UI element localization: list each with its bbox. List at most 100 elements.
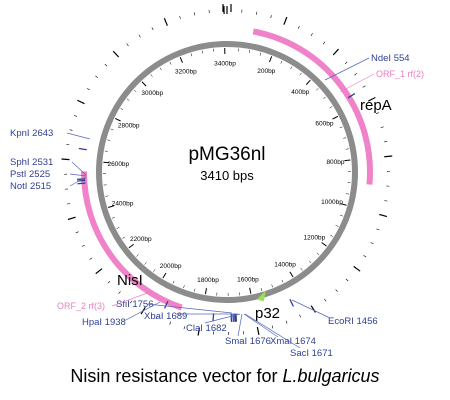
inner-tick (343, 137, 347, 139)
inner-tick (116, 227, 120, 229)
site-label-xbai: XbaI 1689 (144, 311, 187, 322)
inner-tick (172, 280, 175, 284)
outer-tick (375, 112, 379, 114)
outer-tick (256, 326, 260, 336)
inner-tick (321, 242, 327, 247)
outer-tick (89, 257, 93, 260)
inner-tick (316, 252, 320, 256)
caption-species: L.bulgaricus (282, 366, 380, 386)
outer-tick (126, 43, 129, 47)
inner-tick (329, 106, 333, 109)
leader-orf1 (339, 73, 375, 93)
inner-tick-label: 400bp (291, 89, 309, 96)
inner-tick-label: 200bp (257, 68, 275, 75)
inner-tick (344, 159, 351, 162)
outer-tick (379, 213, 388, 218)
feature-arcs (81, 28, 373, 311)
feature-label-p32: p32 (255, 305, 280, 322)
site-label-sfii: SfiI 1756 (116, 299, 154, 310)
caption-text: Nisin resistance vector for (70, 366, 283, 386)
inner-tick (105, 195, 109, 197)
inner-tick-label: 3000bp (141, 90, 163, 97)
outer-tick (384, 141, 388, 143)
outer-tick (197, 327, 201, 336)
outer-tick (384, 200, 388, 202)
inner-tick (260, 288, 263, 292)
leader-sphi (71, 161, 87, 176)
site-label-kpni: KpnI 2643 (10, 128, 53, 139)
inner-tick (271, 284, 273, 288)
inner-tick (332, 115, 339, 120)
outer-tick (193, 12, 196, 16)
feature-arc-repa (252, 28, 373, 185)
inner-tick-label: 2000bp (160, 263, 182, 270)
site-mark (78, 147, 87, 151)
inner-tick (153, 269, 156, 272)
leader-sfii (146, 303, 233, 314)
outer-tick (345, 278, 349, 282)
inner-tick-label: 2200bp (130, 236, 152, 243)
outer-tick (104, 63, 108, 67)
inner-tick-label: 1000bp (321, 199, 343, 206)
leader-psti (69, 173, 87, 177)
site-label-ndei: NdeI 554 (371, 53, 410, 64)
inner-tick-ring: 200bp400bp600bp800bp1000bp1200bp1400bp16… (103, 48, 351, 296)
outer-tick (270, 15, 272, 19)
outer-tick (299, 314, 302, 318)
leader-kpni (66, 132, 91, 140)
inner-tick-label: 2600bp (107, 161, 129, 168)
outer-tick (367, 96, 376, 102)
leader-saci (244, 313, 301, 349)
inner-tick (299, 72, 302, 76)
outer-tick (81, 244, 85, 247)
inner-tick (136, 254, 139, 257)
inner-tick-label: 600bp (315, 121, 333, 128)
outer-tick-ring (61, 4, 393, 336)
leader-orf2 (111, 291, 151, 307)
outer-tick (322, 41, 326, 45)
outer-tick (324, 298, 327, 302)
outer-tick (169, 321, 172, 325)
site-mark (212, 313, 215, 322)
outer-tick (335, 289, 338, 292)
outer-tick (354, 73, 357, 76)
plasmid-name: pMG36nl (188, 144, 265, 165)
inner-tick (323, 96, 326, 100)
outer-tick (370, 242, 374, 245)
inner-tick (316, 88, 319, 91)
outer-tick (95, 75, 98, 78)
inner-tick-label: 1800bp (197, 277, 219, 284)
site-label-sphi: SphI 2531 (10, 157, 53, 168)
inner-tick (107, 139, 111, 141)
outer-tick (353, 265, 361, 272)
inner-tick (141, 81, 147, 87)
outer-tick (362, 85, 366, 88)
leader-hpai (121, 301, 161, 323)
inner-tick (330, 234, 333, 237)
inner-tick (194, 288, 196, 292)
inner-tick (122, 236, 126, 239)
inner-tick-label: 2800bp (118, 122, 140, 129)
site-mark (163, 300, 169, 309)
outer-tick (74, 115, 78, 117)
inner-tick-label: 800bp (326, 159, 344, 166)
inner-tick (345, 148, 349, 150)
outer-tick (75, 231, 79, 234)
outer-tick (332, 48, 340, 56)
inner-tick (108, 205, 115, 208)
inner-tick-label: 3400bp (214, 61, 236, 68)
site-leader-lines (66, 57, 375, 349)
inner-tick (120, 108, 124, 111)
inner-tick (300, 267, 303, 271)
orf-label-2: ORF_2 rf(3) (57, 301, 105, 311)
plasmid-size: 3410 bps (200, 168, 254, 183)
outer-tick (271, 325, 274, 329)
inner-tick (249, 287, 252, 294)
inner-tick (128, 243, 134, 249)
site-mark (77, 182, 86, 185)
inner-tick (169, 61, 172, 65)
site-label-hpai: HpaI 1938 (82, 317, 126, 328)
inner-tick (133, 89, 137, 93)
outer-tick (310, 33, 313, 36)
inner-tick-label: 2400bp (112, 201, 134, 208)
